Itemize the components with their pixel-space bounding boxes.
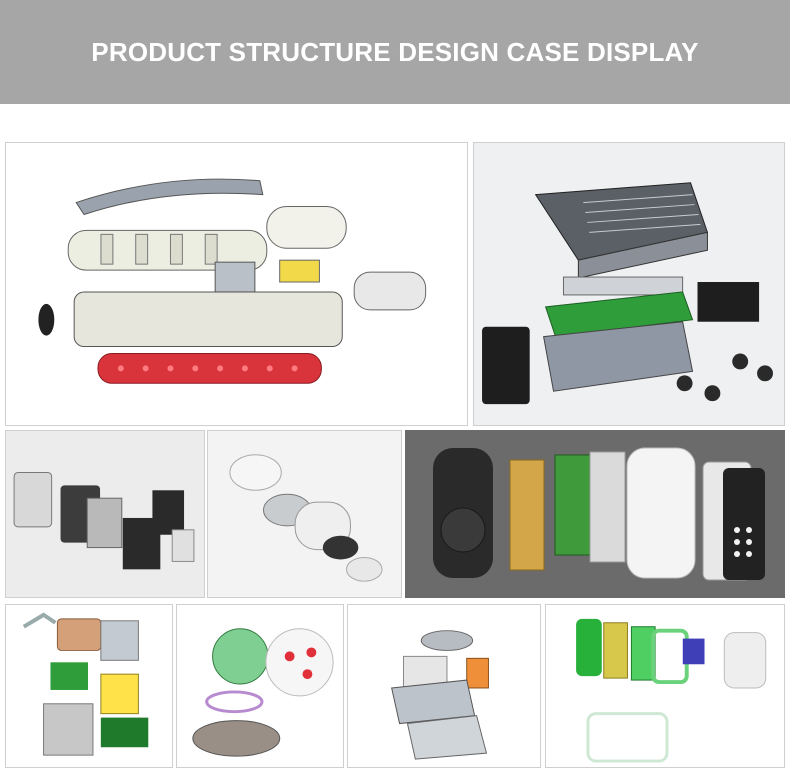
tube-assembly-icon [38,178,427,384]
panel-exploded-dish-sensor [347,604,541,768]
keypad-icon [433,447,765,581]
panel-exploded-tube-device [5,142,468,426]
gears-icon [192,628,334,757]
sensor-icon [391,630,489,760]
panel-exploded-dark-housing [5,430,205,598]
cylinder-icon [229,454,383,582]
panel-exploded-keypad-lock [405,430,785,598]
cube-frame-icon [22,612,149,756]
header-banner: PRODUCT STRUCTURE DESIGN CASE DISPLAY [0,0,790,104]
panel-exploded-cube-frame [5,604,173,768]
enclosure-icon [482,182,773,405]
panel-exploded-aluminum-enclosure [473,142,785,426]
page-title: PRODUCT STRUCTURE DESIGN CASE DISPLAY [91,36,699,67]
panel-exploded-green-remote [545,604,785,768]
panel-exploded-green-gears [176,604,344,768]
remote-icon [576,618,767,763]
panel-exploded-cylinder-module [207,430,402,598]
housing-icon [13,472,195,570]
